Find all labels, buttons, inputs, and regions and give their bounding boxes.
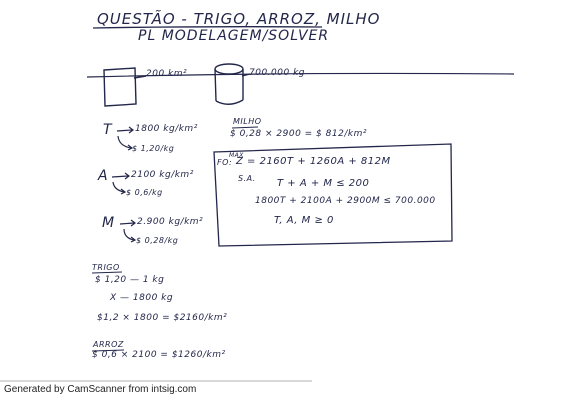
trigo-underline <box>91 271 123 274</box>
trigo-calc-line3: $1,2 × 1800 = $2160/km² <box>97 313 228 323</box>
model-max-label: MAX <box>229 152 244 159</box>
arroz-calc-heading: ARROZ <box>93 340 124 349</box>
square-label: 200 km² <box>146 69 188 79</box>
cylinder-label: 700.000 kg <box>249 68 306 78</box>
trigo-calc-line1: $ 1,20 — 1 kg <box>95 275 165 285</box>
trigo-calc-line2: X — 1800 kg <box>110 293 174 303</box>
arroz-yield: 2100 kg/km² <box>131 170 194 180</box>
square-sketch <box>103 67 147 107</box>
arroz-price: $ 0,6/kg <box>126 188 163 197</box>
crop-arrows <box>111 126 137 243</box>
arroz-letter: A <box>98 168 109 184</box>
arroz-underline <box>91 349 125 352</box>
model-objective: Z = 2160T + 1260A + 812M <box>236 156 391 167</box>
constraint-nonnegativity: T, A, M ≥ 0 <box>274 215 334 226</box>
constraint-capacity: 1800T + 2100A + 2900M ≤ 700.000 <box>255 196 436 206</box>
arroz-calc-expr: $ 0,6 × 2100 = $1260/km² <box>92 350 226 360</box>
model-sa-label: S.A. <box>238 174 256 183</box>
page-title: QUESTÃO - TRIGO, ARROZ, MILHO <box>97 10 381 28</box>
title-underline <box>92 26 323 29</box>
horizontal-rule <box>86 72 515 78</box>
milho-calc-expr: $ 0,28 × 2900 = $ 812/km² <box>230 129 367 139</box>
milho-underline <box>231 126 259 129</box>
trigo-yield: 1800 kg/km² <box>135 124 198 134</box>
constraint-area: T + A + M ≤ 200 <box>277 178 370 189</box>
milho-yield: 2.900 kg/km² <box>137 217 204 227</box>
milho-price: $ 0,28/kg <box>136 236 179 245</box>
model-box <box>213 143 453 247</box>
page-subtitle: PL MODELAGEM/SOLVER <box>138 28 330 44</box>
footer-watermark: Generated by CamScanner from intsig.com <box>4 384 197 395</box>
cylinder-sketch <box>214 63 251 105</box>
milho-calc-heading: MILHO <box>233 117 262 126</box>
trigo-letter: T <box>103 122 113 138</box>
milho-letter: M <box>102 215 115 231</box>
model-fo-label: FO: <box>217 158 233 167</box>
trigo-calc-heading: TRIGO <box>92 263 120 272</box>
trigo-price: $ 1,20/kg <box>132 144 175 153</box>
